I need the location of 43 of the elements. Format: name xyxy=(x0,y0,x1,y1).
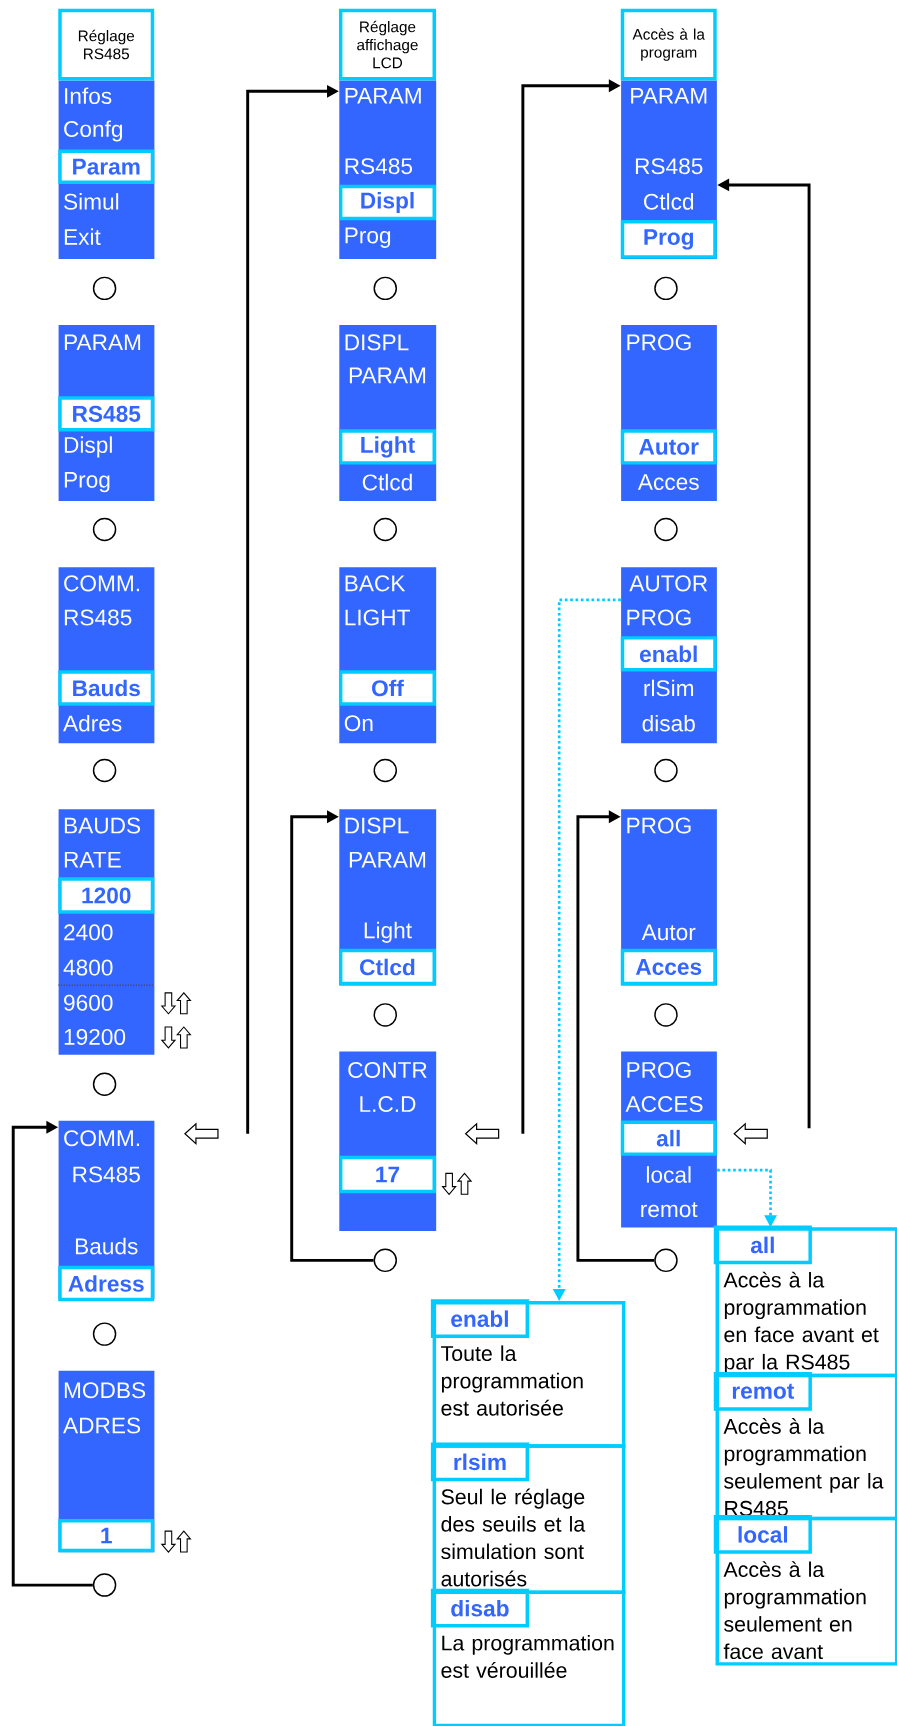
button-circle xyxy=(654,1003,678,1027)
highlighted-menu-item: Adress xyxy=(58,1265,155,1302)
button-circle xyxy=(373,517,397,542)
description-panel: all Accès à la programmation en face avant et par la RS485 xyxy=(713,1225,897,1378)
button-circle xyxy=(373,1248,397,1273)
button-circle xyxy=(654,758,678,783)
highlighted-menu-item: RS485 xyxy=(58,396,155,432)
highlighted-menu-item: Param xyxy=(58,149,155,184)
highlighted-menu-item: all xyxy=(620,1120,717,1156)
button-circle xyxy=(92,1072,117,1096)
button-circle xyxy=(92,276,117,301)
arrow xyxy=(576,810,655,1262)
button-circle xyxy=(373,758,397,783)
description-panel: enabl Toute la programmation est autorisée xyxy=(430,1299,626,1448)
button-circle xyxy=(92,517,117,542)
description-panel: rlsim Seul le réglage des seuils et la simulation sont autorisés xyxy=(430,1442,626,1595)
button-circle xyxy=(92,1573,117,1597)
button-circle xyxy=(373,276,397,301)
title-box: Accès à la program xyxy=(620,8,717,81)
highlighted-menu-item: Autor xyxy=(620,429,717,465)
button-circle xyxy=(654,276,678,301)
highlighted-menu-item: Light xyxy=(338,429,436,465)
highlighted-menu-item: Acces xyxy=(620,948,717,986)
button-circle xyxy=(373,1003,397,1027)
highlighted-menu-item: 1 xyxy=(58,1518,155,1553)
highlighted-menu-item: Prog xyxy=(620,220,717,259)
highlighted-menu-item: enabl xyxy=(620,636,717,672)
highlighted-menu-item: Ctlcd xyxy=(338,948,436,986)
button-circle xyxy=(92,1322,117,1346)
highlighted-menu-item: Off xyxy=(338,670,436,706)
highlighted-menu-item: 17 xyxy=(338,1155,436,1194)
description-panel: local Accès à la programmation seulement en face avant xyxy=(713,1515,897,1666)
button-circle xyxy=(654,1248,678,1273)
highlighted-menu-item: Bauds xyxy=(58,670,155,706)
arrow xyxy=(11,1120,93,1587)
button-circle xyxy=(92,758,117,783)
button-circle xyxy=(654,517,678,542)
title-box: Réglage affichage LCD xyxy=(338,8,436,81)
highlighted-menu-item: Displ xyxy=(338,184,436,221)
arrow xyxy=(290,810,374,1262)
title-box: Réglage RS485 xyxy=(58,8,155,81)
description-panel: disab La programmation est vérouillée xyxy=(430,1588,626,1726)
highlighted-menu-item: 1200 xyxy=(58,877,155,914)
